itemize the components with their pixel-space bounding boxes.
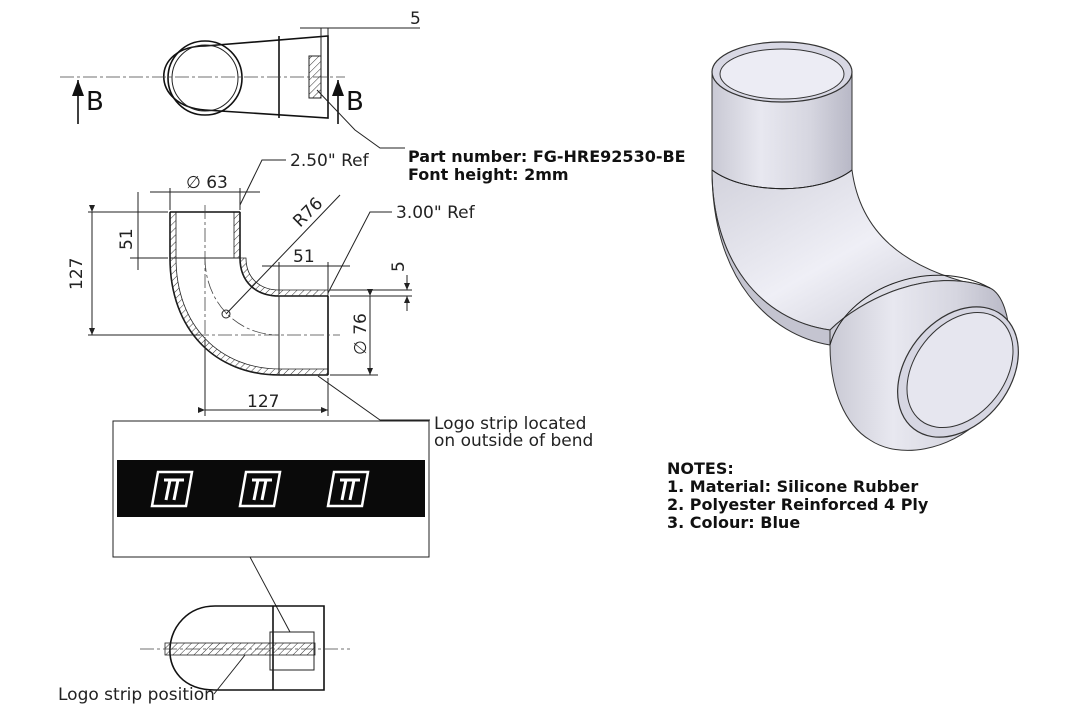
section-marker-left: B [86,87,104,117]
top-view: 5 B B [60,9,421,149]
font-height: Font height: 2mm [408,165,569,184]
notes-title: NOTES: [667,459,734,478]
dim-top-width: 5 [410,9,421,29]
dim-ref-top: 2.50" Ref [290,151,370,171]
side-view: 127 51 ∅ 63 2.50" Ref R76 3.00" Ref 51 5… [67,151,476,421]
dim-thickness-5: 5 [389,261,409,272]
dim-radius: R76 [289,194,327,232]
dim-width-127: 127 [247,392,279,412]
logo-note-line1: Logo strip located [434,414,586,434]
dim-horizontal-51: 51 [293,247,315,267]
dim-ref-side: 3.00" Ref [396,203,476,223]
dim-height-127: 127 [67,258,87,290]
note-item-1: 1. Material: Silicone Rubber [667,477,918,496]
dim-diameter-top: ∅ 63 [186,173,228,193]
logo-strip-panel [112,420,430,558]
bottom-view [140,556,350,695]
notes-block: NOTES: 1. Material: Silicone Rubber 2. P… [667,459,929,532]
logo-note-line2: on outside of bend [434,431,593,451]
logo-icon [326,470,370,508]
logo-icon [238,470,282,508]
logo-icon [150,470,194,508]
part-number: Part number: FG-HRE92530-BE [408,147,686,166]
elbow-3d-view [711,41,1019,451]
dim-height-51: 51 [117,228,137,250]
logo-position-label: Logo strip position [58,685,215,705]
note-item-3: 3. Colour: Blue [667,513,800,532]
dim-diameter-side: ∅ 76 [351,313,371,355]
section-marker-right: B [346,87,364,117]
note-item-2: 2. Polyester Reinforced 4 Ply [667,495,929,514]
